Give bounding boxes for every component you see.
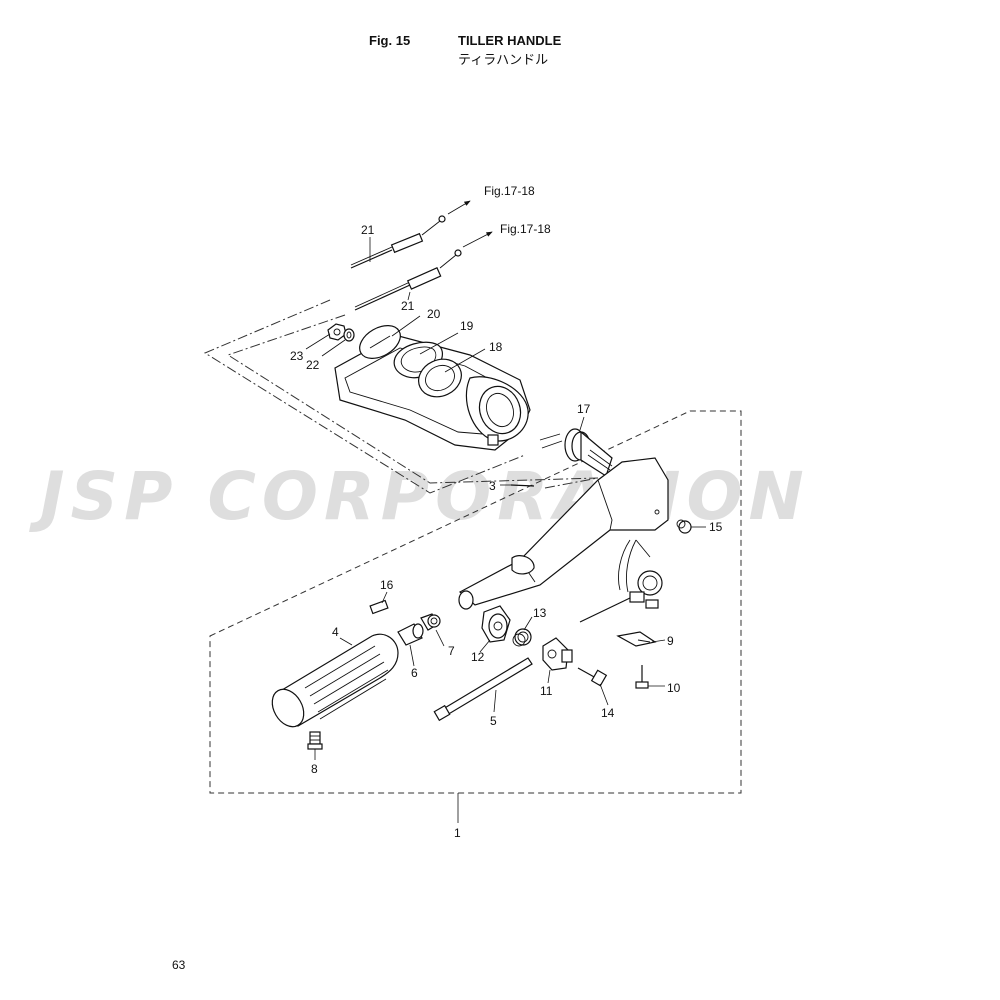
callout-23: 23 [290,349,304,363]
screw-10 [635,665,649,689]
throttle-cable-lower [354,231,493,311]
callout-13: 13 [533,606,547,620]
spring-13 [512,628,532,647]
grip-4 [271,633,399,728]
callout-1: 1 [454,826,461,840]
bushing-7 [420,613,441,631]
callout-11: 11 [540,684,553,698]
cable-route-outer [203,299,526,494]
bushing-6 [397,623,424,646]
figure-title: TILLER HANDLE [458,33,562,48]
cable-route-inner-2 [544,477,599,489]
callout-21-lower: 21 [401,299,415,313]
screw-8 [307,731,323,750]
tiller-arm-body [458,457,669,610]
callout-9: 9 [667,634,674,648]
pin-3 [510,484,535,487]
watermark-logo-text: JSP CORPORATION [40,458,810,535]
rod-5 [433,657,533,722]
washer-22 [343,328,355,342]
callout-14: 14 [601,706,615,720]
page-number: 63 [172,958,186,972]
callout-6: 6 [411,666,418,680]
plate-16 [369,599,389,615]
callout-20: 20 [427,307,441,321]
cable-route-inner [226,314,599,484]
cap-12 [481,605,511,643]
callout-12: 12 [471,650,485,664]
grommet-17 [539,428,613,477]
callout-19: 19 [460,319,474,333]
callout-5: 5 [490,714,497,728]
plate-9 [616,631,657,647]
callout-15: 15 [709,520,723,534]
fig-reference-upper: Fig.17-18 [484,184,535,198]
callout-21-upper: 21 [361,223,375,237]
callout-7: 7 [448,644,455,658]
callout-3: 3 [489,479,496,493]
fig-reference-lower: Fig.17-18 [500,222,551,236]
callout-16: 16 [380,578,394,592]
leader-lines [305,237,706,760]
callout-18: 18 [489,340,503,354]
assembly-boundary [209,410,742,794]
figure-number: Fig. 15 [369,33,411,48]
figure-title-japanese: ティラハンドル [458,53,549,68]
callout-4: 4 [332,625,339,639]
throttle-lever-assembly [579,539,663,623]
knob-15 [676,519,692,534]
callout-10: 10 [667,681,681,695]
callout-17: 17 [577,402,591,416]
throttle-cable-upper [350,200,471,269]
callout-8: 8 [311,762,318,776]
nut-23 [327,323,347,341]
clamp-11 [542,637,573,671]
callout-22: 22 [306,358,320,372]
screw-14 [577,667,608,687]
